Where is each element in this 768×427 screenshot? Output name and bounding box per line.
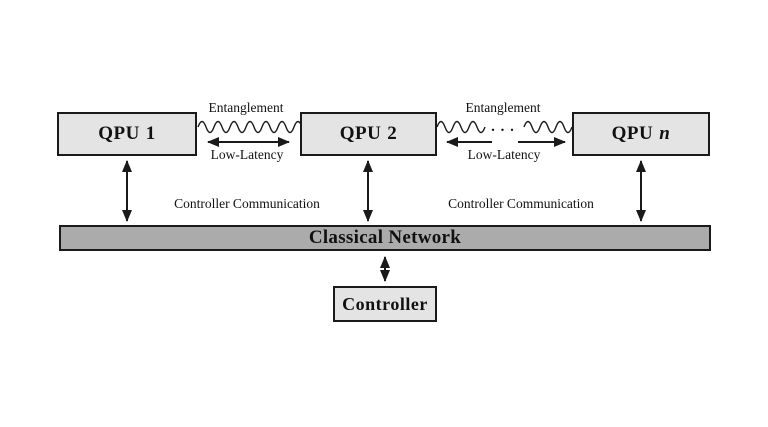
qpu-2-index: 2 [387,123,398,144]
qpu-n-label: QPU [611,123,654,144]
ellipsis-label: . . . [491,119,515,135]
qpu-2-box: QPU 2 [300,112,437,156]
controller-communication-label-2: Controller Communication [448,196,594,211]
entanglement-label-2: Entanglement [465,100,541,115]
classical-network-label: Classical Network [308,227,462,248]
entanglement-wave-icon [197,120,303,134]
qpu-1-index: 1 [145,123,156,144]
classical-network-bar: Classical Network [59,225,711,251]
entanglement-wave-icon [436,120,486,134]
low-latency-label-2: Low-Latency [467,147,541,162]
controller-label: Controller [342,293,428,314]
qpu-n-box: QPU n [572,112,710,156]
qpu-2-label: QPU [339,123,382,144]
qpu-n-index: n [659,123,671,144]
entanglement-wave-icon [523,120,573,134]
controller-box: Controller [333,286,437,322]
low-latency-label-1: Low-Latency [210,147,284,162]
entanglement-label-1: Entanglement [208,100,284,115]
qpu-1-box: QPU 1 [57,112,197,156]
controller-communication-label-1: Controller Communication [174,196,320,211]
qpu-1-label: QPU [98,123,140,144]
